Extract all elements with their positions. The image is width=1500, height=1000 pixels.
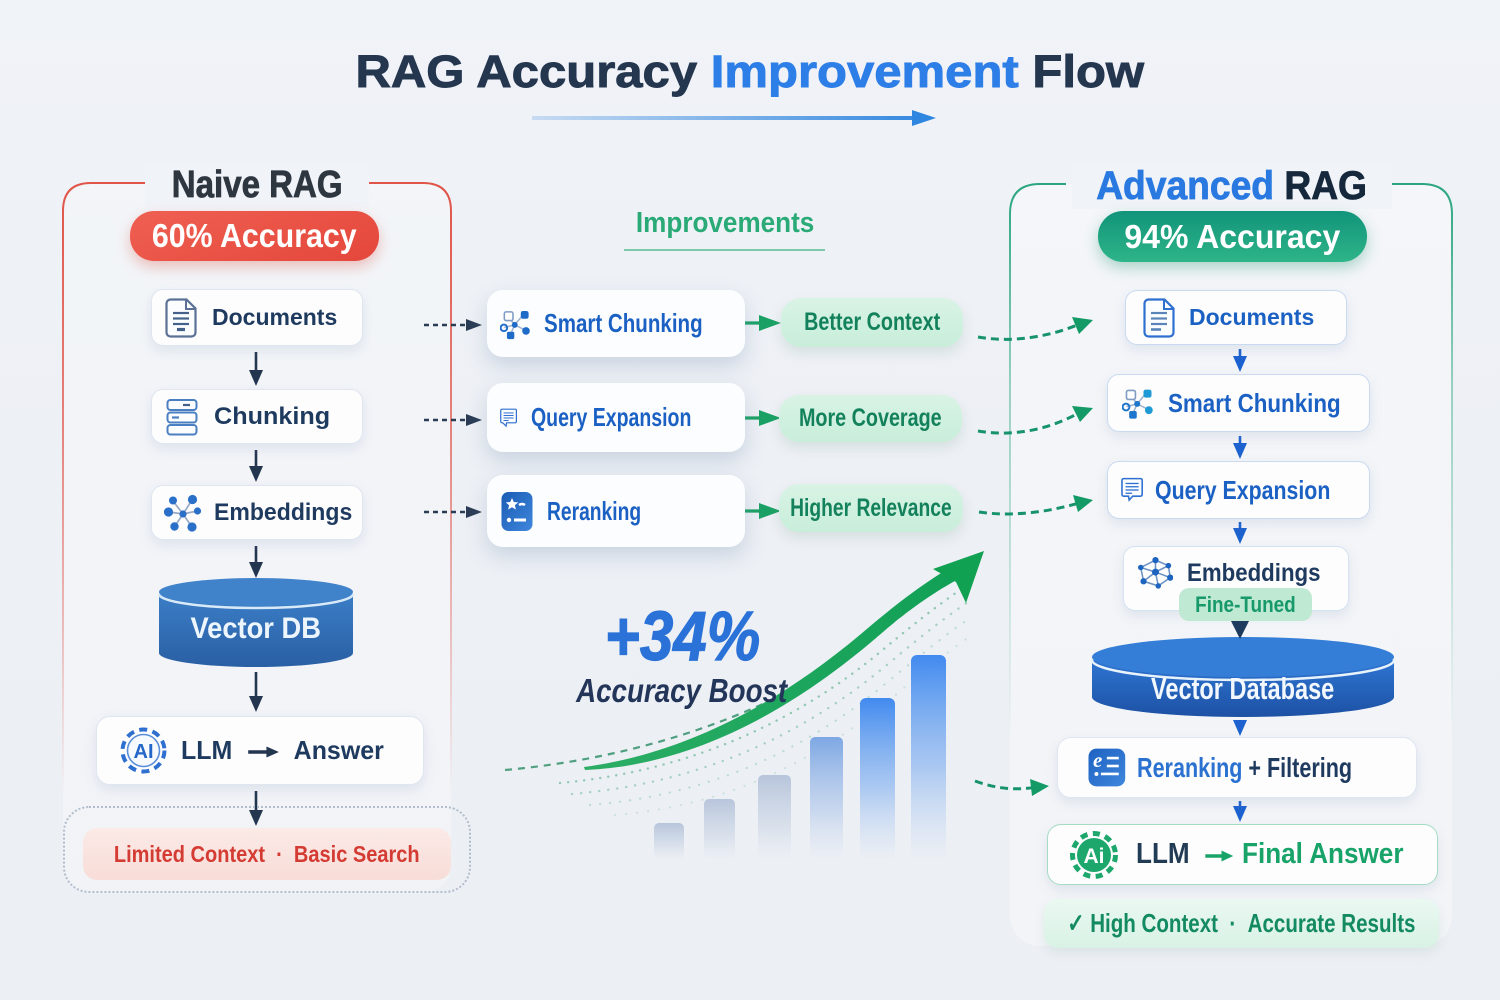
svg-text:AI: AI: [134, 741, 154, 763]
svg-text:Ai: Ai: [1084, 845, 1105, 868]
svg-text:e: e: [1093, 748, 1102, 772]
